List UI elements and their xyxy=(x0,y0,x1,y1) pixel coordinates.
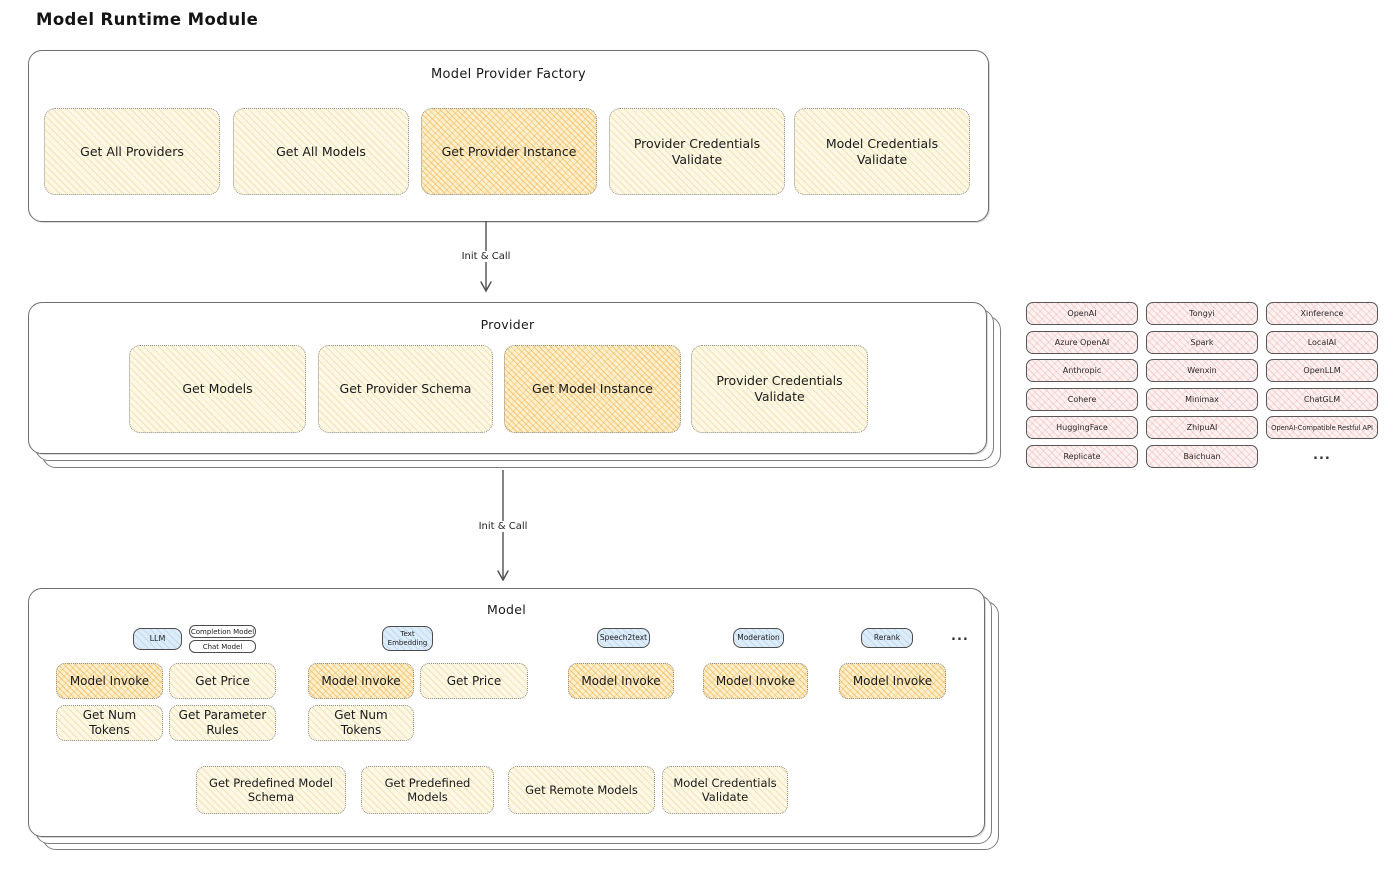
provider-pill-wenxin: Wenxin xyxy=(1146,359,1258,382)
button-get-remote-models: Get Remote Models xyxy=(508,766,655,814)
button-model-credentials-validate-model: Model Credentials Validate xyxy=(662,766,788,814)
provider-pill-tongyi: Tongyi xyxy=(1146,302,1258,325)
button-get-all-providers: Get All Providers xyxy=(44,108,220,195)
provider-pill-zhipuai: ZhipuAI xyxy=(1146,416,1258,439)
button-provider-credentials-validate-factory: Provider Credentials Validate xyxy=(609,108,785,195)
button-get-price-llm: Get Price xyxy=(169,663,276,699)
button-model-invoke-text-embedding: Model Invoke xyxy=(308,663,414,699)
tab-speech2text: Speech2text xyxy=(597,628,650,648)
provider-list-more: ... xyxy=(1313,448,1331,463)
button-model-invoke-llm: Model Invoke xyxy=(56,663,163,699)
provider-pill-xinference: Xinference xyxy=(1266,302,1378,325)
factory-title: Model Provider Factory xyxy=(431,67,586,82)
button-get-model-instance: Get Model Instance xyxy=(504,345,681,433)
button-model-invoke-rerank: Model Invoke xyxy=(839,663,946,699)
provider-pill-spark: Spark xyxy=(1146,331,1258,354)
provider-pill-chatglm: ChatGLM xyxy=(1266,388,1378,411)
button-model-invoke-moderation: Model Invoke xyxy=(703,663,808,699)
button-get-all-models: Get All Models xyxy=(233,108,409,195)
button-get-num-tokens-text-embedding: Get Num Tokens xyxy=(308,705,414,741)
model-title: Model xyxy=(486,602,527,617)
button-get-price-text-embedding: Get Price xyxy=(420,663,528,699)
tab-rerank: Rerank xyxy=(861,628,913,648)
button-get-provider-schema: Get Provider Schema xyxy=(318,345,493,433)
provider-pill-openai: OpenAI xyxy=(1026,302,1138,325)
arrow-2-label: Init & Call xyxy=(474,521,532,532)
button-get-models: Get Models xyxy=(129,345,306,433)
model-provider-factory-box: Model Provider Factory Get All Providers… xyxy=(28,50,989,222)
button-get-num-tokens-llm: Get Num Tokens xyxy=(56,705,163,741)
button-get-parameter-rules: Get Parameter Rules xyxy=(169,705,276,741)
provider-pill-openllm: OpenLLM xyxy=(1266,359,1378,382)
provider-box: Provider Get Models Get Provider Schema … xyxy=(28,302,987,454)
tab-llm: LLM xyxy=(133,628,182,650)
provider-pill-azure-openai: Azure OpenAI xyxy=(1026,331,1138,354)
provider-pill-huggingface: HuggingFace xyxy=(1026,416,1138,439)
button-get-predefined-models: Get Predefined Models xyxy=(361,766,494,814)
model-box: Model LLM Completion Model Chat Model Te… xyxy=(28,588,985,837)
provider-pill-replicate: Replicate xyxy=(1026,445,1138,468)
model-tabs-more: ... xyxy=(951,629,969,644)
provider-pill-cohere: Cohere xyxy=(1026,388,1138,411)
provider-pill-openai-compatible-restful-api: OpenAI-Compatible Restful API xyxy=(1266,416,1378,439)
provider-pill-localai: LocalAI xyxy=(1266,331,1378,354)
page-title: Model Runtime Module xyxy=(36,10,259,29)
subtab-completion-model: Completion Model xyxy=(189,625,256,638)
provider-title: Provider xyxy=(480,317,535,332)
button-model-invoke-speech2text: Model Invoke xyxy=(568,663,674,699)
provider-pill-baichuan: Baichuan xyxy=(1146,445,1258,468)
button-get-predefined-model-schema: Get Predefined Model Schema xyxy=(196,766,346,814)
tab-moderation: Moderation xyxy=(733,628,784,648)
button-model-credentials-validate-factory: Model Credentials Validate xyxy=(794,108,970,195)
provider-pill-anthropic: Anthropic xyxy=(1026,359,1138,382)
tab-text-embedding: Text Embedding xyxy=(382,626,433,651)
subtab-chat-model: Chat Model xyxy=(189,640,256,653)
button-get-provider-instance: Get Provider Instance xyxy=(421,108,597,195)
button-provider-credentials-validate-provider: Provider Credentials Validate xyxy=(691,345,868,433)
provider-pill-minimax: Minimax xyxy=(1146,388,1258,411)
arrow-1-label: Init & Call xyxy=(457,251,515,262)
